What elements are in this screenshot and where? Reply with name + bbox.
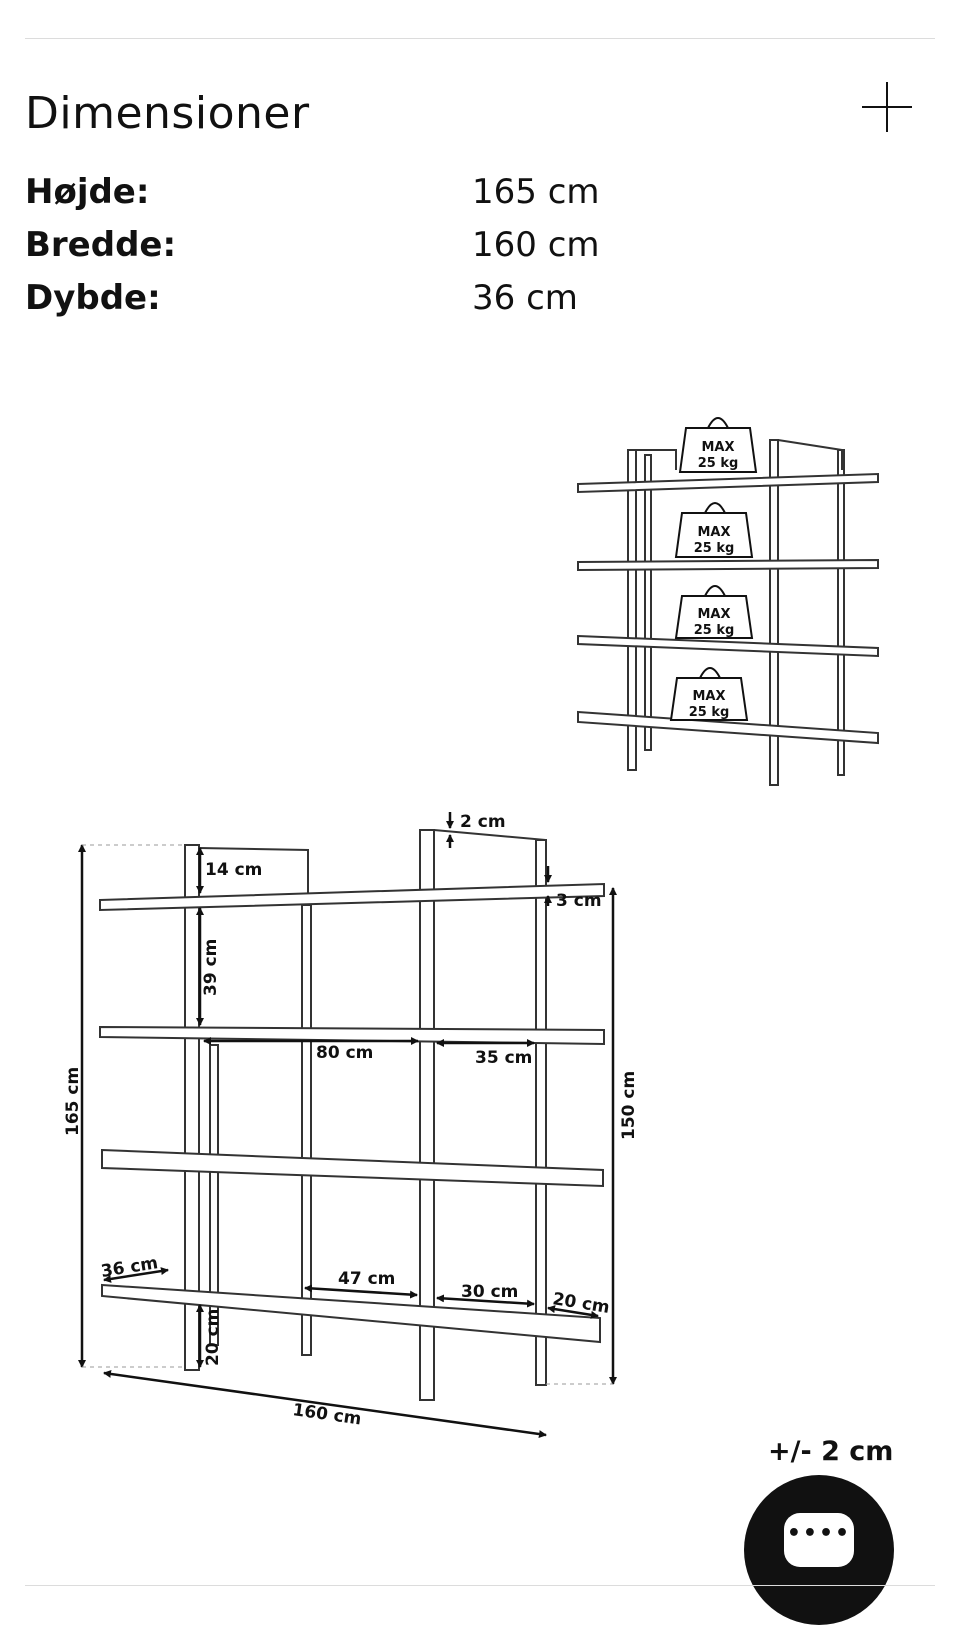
dim-label-inner-width-a: 80 cm (316, 1043, 373, 1063)
bottom-divider (25, 1585, 935, 1586)
dimension-lines (78, 812, 617, 1438)
small-shelf-frame (636, 449, 677, 470)
dimension-label: Højde: (25, 172, 150, 212)
shelf-frame (433, 829, 547, 885)
dimension-labels: 2 cm 14 cm 3 cm 39 cm 80 cm 35 cm 165 cm… (63, 812, 639, 1430)
chat-dots: •••• (786, 1521, 852, 1546)
chat-button[interactable]: •••• (744, 1475, 894, 1625)
shelf-board (101, 1283, 601, 1344)
shelf-board (101, 1148, 604, 1188)
dim-label-total-height: 165 cm (63, 1067, 83, 1136)
weight-label-max: MAX (697, 525, 730, 540)
dimensions-list: Højde: 165 cm Bredde: 160 cm Dybde: 36 c… (25, 172, 725, 331)
dim-label-inner-width-b: 35 cm (475, 1048, 532, 1068)
shelf-upright (184, 844, 200, 1371)
shelf-dimension-diagram: MAX 25 kg MAX 25 kg MAX 25 kg MAX 25 kg (63, 417, 879, 1438)
small-shelf-board (577, 472, 879, 494)
dimension-label: Bredde: (25, 225, 177, 265)
dim-label-shelf-spacing: 39 cm (201, 939, 221, 996)
dimension-row-width: Bredde: 160 cm (25, 225, 725, 278)
dim-label-top-gap: 2 cm (460, 812, 506, 832)
dim-label-inner-height: 150 cm (619, 1071, 639, 1140)
weight-label-kg: 25 kg (689, 705, 730, 720)
dimension-row-depth: Dybde: 36 cm (25, 278, 725, 331)
dimension-value: 36 cm (472, 278, 578, 318)
dimension-value: 165 cm (472, 172, 600, 212)
dim-label-total-width: 160 cm (291, 1400, 362, 1429)
weight-icons: MAX 25 kg MAX 25 kg MAX 25 kg MAX 25 kg (669, 417, 758, 721)
weight-label-max: MAX (692, 689, 725, 704)
shelf-board (99, 882, 605, 912)
dim-label-bottom-a: 47 cm (338, 1269, 395, 1289)
weight-label-kg: 25 kg (694, 623, 735, 638)
dim-label-foot-height: 20 cm (203, 1309, 223, 1366)
plus-icon[interactable] (862, 82, 912, 132)
section-title: Dimensioner (25, 88, 310, 139)
dim-label-bottom-b: 30 cm (461, 1282, 518, 1302)
dim-label-top-section: 14 cm (205, 860, 262, 880)
small-shelf-upright (644, 454, 652, 751)
dimension-value: 160 cm (472, 225, 600, 265)
dim-label-depth: 36 cm (100, 1253, 160, 1282)
tolerance-note: +/- 2 cm (768, 1436, 894, 1467)
dimension-label: Dybde: (25, 278, 161, 318)
weight-label-kg: 25 kg (694, 541, 735, 556)
chat-bubble-icon: •••• (784, 1513, 854, 1567)
weight-icon: MAX 25 kg (674, 585, 754, 639)
weight-icon: MAX 25 kg (678, 417, 758, 473)
small-shelf-illustration (577, 439, 879, 786)
small-shelf-board (577, 634, 879, 658)
small-shelf-upright (769, 439, 779, 786)
small-shelf-upright (627, 449, 637, 771)
large-shelf-drawing (99, 829, 605, 1401)
small-shelf-board (577, 558, 879, 572)
weight-label-max: MAX (697, 607, 730, 622)
dim-label-shelf-thickness: 3 cm (556, 891, 602, 911)
top-divider (25, 38, 935, 39)
small-shelf-frame (777, 439, 843, 470)
dimension-row-height: Højde: 165 cm (25, 172, 725, 225)
weight-icon: MAX 25 kg (669, 667, 749, 721)
small-shelf-upright (837, 449, 845, 776)
shelf-frame (198, 847, 309, 905)
dim-label-bottom-c: 20 cm (551, 1289, 611, 1318)
shelf-upright (209, 1044, 219, 1346)
weight-icon: MAX 25 kg (674, 502, 754, 558)
weight-label-kg: 25 kg (698, 456, 739, 471)
small-shelf-board (577, 710, 879, 745)
weight-label-max: MAX (701, 440, 734, 455)
shelf-upright (535, 839, 547, 1386)
